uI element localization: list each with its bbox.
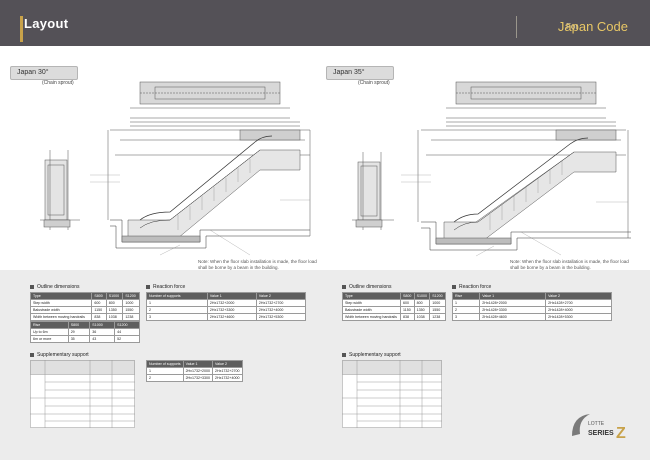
left-drawing-sub: (Chain sprout) — [42, 80, 74, 86]
header-for-label: For — [566, 22, 578, 31]
right-escalator-drawing — [352, 81, 631, 257]
section-reaction-left: Reaction force — [146, 284, 185, 290]
support-grid-left — [30, 360, 135, 428]
section-reaction-right: Reaction force — [452, 284, 491, 290]
right-drawing-note: Note: When the floor slab installation i… — [510, 259, 629, 270]
left-drawing-label: Japan 30° — [10, 66, 78, 80]
header-divider — [516, 16, 517, 38]
left-escalator-drawing — [40, 81, 311, 256]
svg-text:Z: Z — [616, 425, 626, 442]
right-drawing-sub: (Chain sprout) — [358, 80, 390, 86]
title-accent-bar — [20, 16, 23, 42]
right-drawing-label: Japan 35° — [326, 66, 394, 80]
header-code-label: Japan Code — [557, 19, 628, 34]
page-title: Layout — [24, 16, 69, 31]
section-outline-right: Outline dimensions — [342, 284, 392, 290]
section-outline-left: Outline dimensions — [30, 284, 80, 290]
left-drawing-note: Note: When the floor slab installation i… — [198, 259, 317, 270]
series-z-logo: LOTTE SERIES Z — [568, 410, 632, 446]
section-support-right: Supplementary support — [342, 352, 401, 358]
svg-text:LOTTE: LOTTE — [588, 421, 605, 427]
section-support-left: Supplementary support — [30, 352, 89, 358]
page-header: Layout For Japan Code — [0, 0, 650, 46]
logo-swoosh-icon: LOTTE SERIES Z — [572, 414, 626, 442]
support-grid-right — [342, 360, 442, 428]
svg-text:SERIES: SERIES — [588, 430, 614, 437]
